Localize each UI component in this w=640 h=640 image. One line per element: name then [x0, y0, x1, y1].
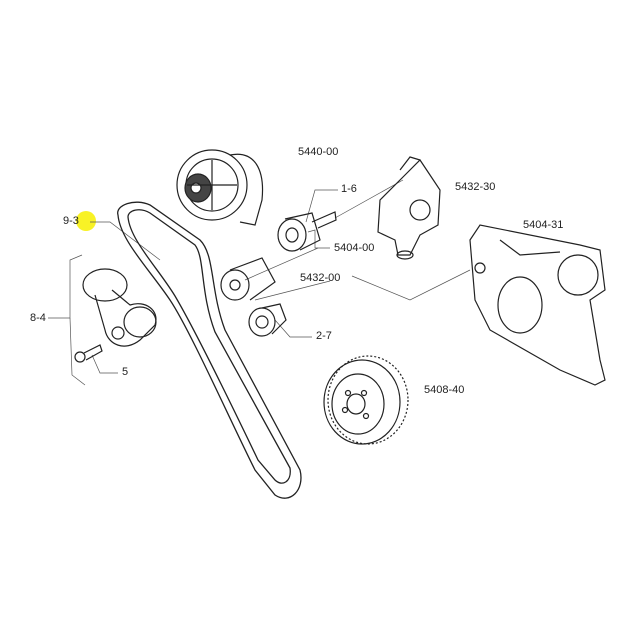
label-bolt[interactable]: 5	[122, 366, 129, 378]
belt	[117, 201, 302, 499]
label-belt[interactable]: 9-3	[63, 215, 79, 227]
label-idler-group[interactable]: 5404-00	[334, 242, 375, 254]
label-tensioner-assembly[interactable]: 8-4	[30, 312, 46, 324]
idler-pulley	[277, 211, 337, 252]
label-crank-pulley[interactable]: 5408-40	[424, 384, 465, 396]
label-idler-pulley[interactable]: 1-6	[341, 183, 357, 195]
leader-lines	[48, 179, 471, 386]
label-alternator[interactable]: 5440-00	[298, 146, 339, 158]
crank-pulley	[323, 355, 409, 445]
label-timing-cover[interactable]: 5404-31	[523, 219, 564, 231]
timing-cover	[469, 224, 606, 386]
label-tensioner-pulley[interactable]: 5432-00	[300, 272, 341, 284]
highlight-marker	[76, 211, 96, 231]
small-pulley	[248, 303, 287, 337]
alternator	[176, 149, 264, 226]
label-small-pulley[interactable]: 2-7	[316, 330, 332, 342]
bolt	[74, 344, 103, 363]
tensioner-assembly	[82, 268, 157, 347]
tensioner-pulley	[220, 257, 276, 301]
water-pump	[377, 156, 441, 260]
label-water-pump[interactable]: 5432-30	[455, 181, 496, 193]
